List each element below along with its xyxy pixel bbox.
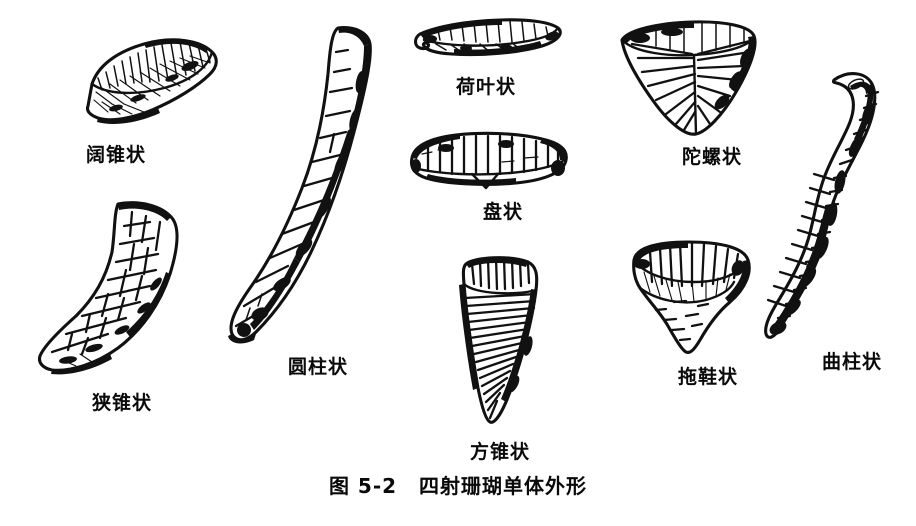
specimen-slipper (622, 234, 762, 358)
specimen-turbinate (612, 14, 762, 140)
figure-caption: 图 5-2 四射珊瑚单体外形 (0, 470, 916, 499)
specimen-cylindrical (226, 16, 386, 346)
specimen-discoid (398, 128, 573, 198)
specimen-narrow-cone (32, 192, 192, 377)
label-turbinate: 陀螺状 (681, 146, 742, 168)
label-slipper: 拖鞋状 (677, 366, 738, 388)
label-narrow-cone: 狭锥状 (91, 392, 152, 414)
specimen-pyramidal-cone (440, 250, 560, 428)
figure-title: 四射珊瑚单体外形 (419, 474, 588, 498)
label-discoid: 盘状 (482, 201, 523, 223)
label-curved-column: 曲柱状 (821, 351, 882, 373)
figure-number: 图 5-2 (328, 474, 398, 498)
label-cylindrical: 圆柱状 (287, 356, 348, 378)
specimen-broad-cone (72, 18, 232, 138)
label-lotus-leaf: 荷叶状 (455, 76, 516, 98)
specimen-curved-column (762, 62, 910, 348)
specimen-lotus-leaf (406, 10, 566, 68)
label-pyramidal-cone: 方锥状 (469, 441, 530, 463)
label-broad-cone: 阔锥状 (85, 144, 146, 166)
